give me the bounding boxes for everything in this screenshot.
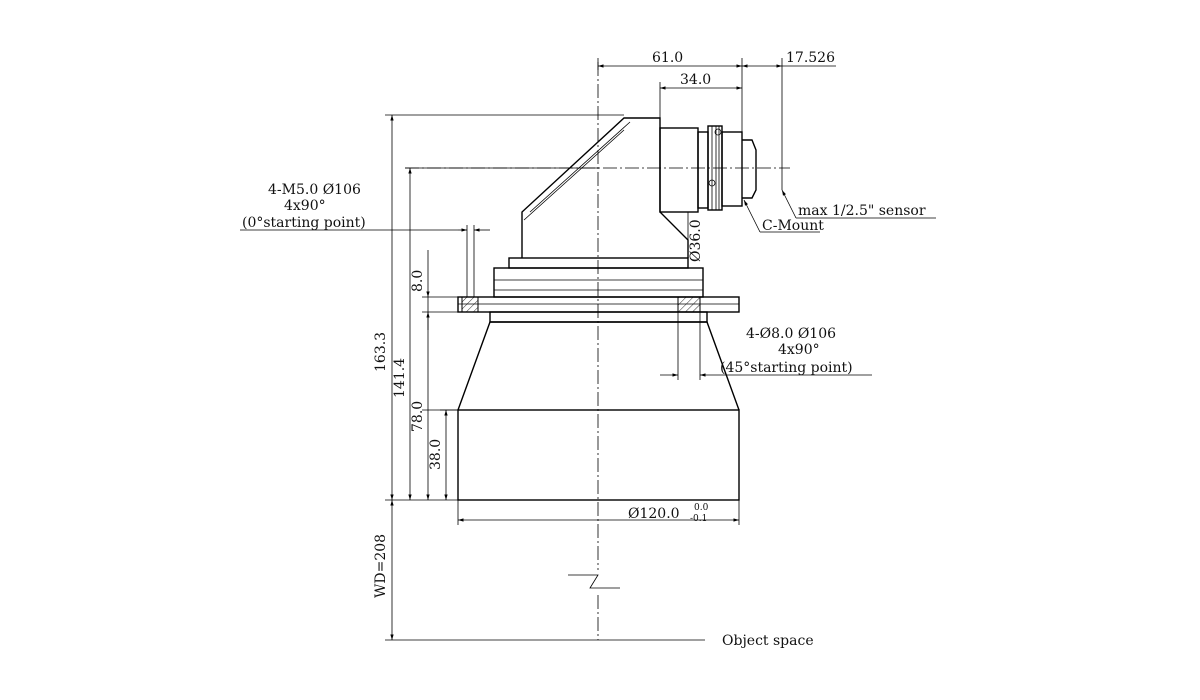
tapered-cone (457, 321, 740, 411)
dim-wd: WD=208 (373, 534, 389, 598)
m5-note-line2: 4x90° (284, 198, 326, 214)
m5-note-line1: 4-M5.0 Ø106 (268, 182, 361, 198)
dim-141-4: 141.4 (392, 358, 408, 398)
object-space-label: Object space (722, 633, 814, 649)
prism-housing (521, 117, 689, 258)
dim-34: 34.0 (680, 72, 711, 88)
flange-hole-left (461, 296, 479, 313)
hole-note-line2: 4x90° (778, 342, 820, 358)
lens-body (457, 117, 757, 501)
dim-17526: 17.526 (786, 50, 835, 66)
flange-hole-right (677, 296, 701, 313)
tolerance-lower: -0.1 (690, 514, 707, 524)
sensor-note: max 1/2.5" sensor (798, 203, 926, 219)
rear-barrel (659, 127, 699, 213)
c-mount-flange (742, 139, 757, 199)
dim-dia-120: Ø120.0 (628, 506, 680, 522)
hole-note-line1: 4-Ø8.0 Ø106 (746, 326, 836, 342)
dim-38: 38.0 (428, 439, 444, 470)
dim-78: 78.0 (410, 401, 426, 432)
dim-163-3: 163.3 (373, 332, 389, 372)
lock-screw-icon (708, 179, 716, 187)
upper-step (493, 267, 704, 298)
front-cylinder (457, 409, 740, 501)
dim-8: 8.0 (410, 270, 426, 292)
tolerance-upper: 0.0 (694, 503, 709, 513)
upper-step-2 (508, 257, 689, 269)
hole-note-line3: (45°starting point) (720, 360, 853, 376)
m5-note-line3: (0°starting point) (242, 215, 366, 231)
break-symbol (568, 574, 620, 589)
dim-61: 61.0 (652, 50, 683, 66)
c-mount-thread (721, 131, 743, 207)
c-mount-note: C-Mount (762, 218, 824, 234)
dim-dia-36: Ø36.0 (688, 219, 704, 262)
collar (489, 311, 708, 323)
